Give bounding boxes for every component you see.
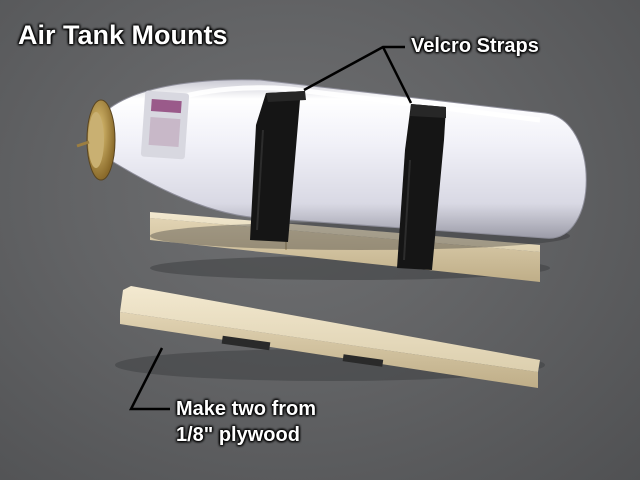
plywood-note-line2: 1/8" plywood <box>176 424 300 446</box>
velcro-strap-left <box>250 91 306 242</box>
velcro-leader-lines <box>303 45 413 104</box>
plywood-note-line1: Make two from <box>176 398 317 420</box>
plywood-note: Make two from 1/8" plywood <box>176 396 316 448</box>
tank-mount-block <box>150 212 550 282</box>
velcro-strap-right <box>397 104 446 270</box>
velcro-straps-label: Velcro Straps <box>411 35 539 57</box>
air-tank <box>109 79 587 239</box>
tank-valve <box>76 99 116 181</box>
page-title: Air Tank Mounts <box>18 20 228 50</box>
plywood-rail <box>115 286 545 388</box>
plywood-leader-line <box>128 347 170 411</box>
